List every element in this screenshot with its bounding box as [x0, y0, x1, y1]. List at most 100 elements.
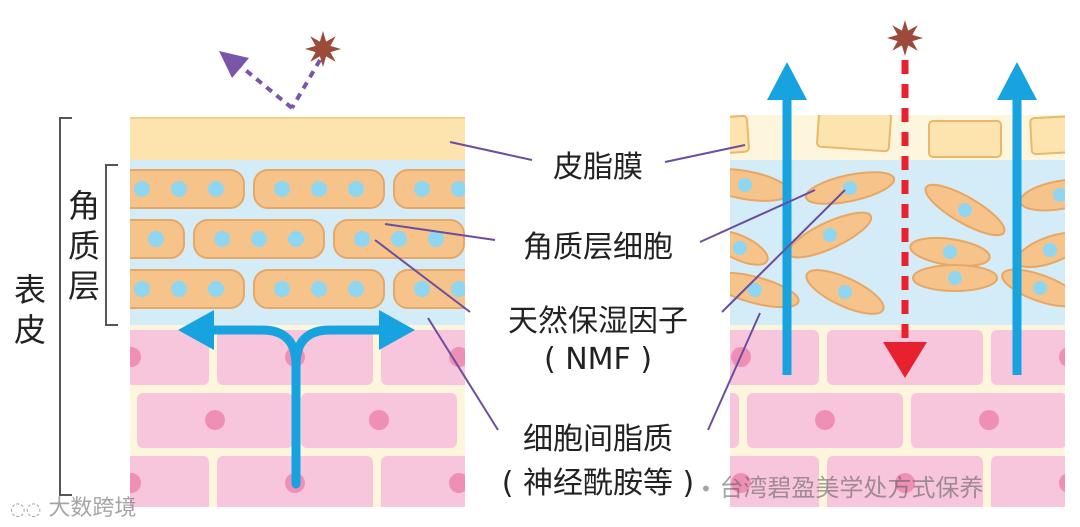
corneocyte-nucleus — [288, 231, 304, 247]
corneocyte-nucleus — [311, 281, 327, 297]
moisture-loss-arrow-left — [767, 62, 807, 375]
corneocyte-nucleus — [171, 281, 187, 297]
stratum-corneum-char-3: 层 — [67, 267, 100, 305]
epidermis-bracket — [59, 117, 72, 496]
corneocyte-nucleus — [208, 281, 224, 297]
basal-cell-nucleus — [449, 347, 465, 367]
irritant-spark-icon — [887, 20, 923, 56]
basal-cell — [730, 456, 819, 507]
basal-cell-nucleus — [130, 347, 141, 367]
spark-shape — [305, 31, 341, 67]
basal-cell-nucleus — [815, 410, 835, 430]
healthy-skin-panel — [0, 117, 504, 507]
corneocyte-nucleus — [738, 178, 752, 192]
left-sebum-film — [130, 118, 465, 160]
corneocyte-nucleus — [111, 231, 127, 247]
stratum-corneum-label: 角 质 层 — [64, 186, 104, 306]
watermark-left-text: 大数跨境 — [48, 496, 137, 521]
sebum-film-label: 皮脂膜 — [553, 150, 643, 185]
right-sebum-flakes — [730, 115, 1065, 158]
basal-cell-nucleus — [979, 410, 999, 430]
basal-cell — [381, 456, 465, 507]
corneocyte-nucleus — [1043, 243, 1057, 257]
watermark-right-text: 台湾碧盈美学处方式保养 — [719, 474, 984, 502]
moisture-loss-arrow-right — [997, 62, 1037, 375]
corneocyte-nucleus — [943, 245, 957, 259]
corneocyte-nucleus — [214, 231, 230, 247]
epidermis-char-2: 皮 — [13, 311, 46, 349]
epidermis-char-1: 表 — [13, 271, 46, 309]
sebum-flake — [816, 115, 892, 153]
corneocyte-nucleus — [948, 271, 962, 285]
stratum-corneum-char-1: 角 — [67, 187, 100, 225]
intercellular-lipid-label: 细胞间脂质 — [523, 422, 673, 457]
basal-cell — [130, 330, 209, 385]
right-basal-cells — [730, 330, 1080, 507]
corneocyte-nucleus — [414, 181, 430, 197]
corneocyte-nucleus — [451, 281, 465, 297]
left-corneocytes — [111, 169, 504, 309]
corneocyte-label: 角质层细胞 — [523, 230, 673, 265]
corneocyte-nucleus — [251, 231, 267, 247]
basal-cell-nucleus — [1059, 347, 1065, 367]
corneocyte-nucleus — [838, 285, 852, 299]
basal-cell-nucleus — [1059, 473, 1065, 493]
basal-cell-nucleus — [369, 410, 389, 430]
stratum-corneum-bracket — [105, 164, 118, 326]
corneocyte-nucleus — [391, 231, 407, 247]
nmf-label: 天然保湿因子 — [508, 304, 688, 339]
corneocyte-nucleus — [348, 181, 364, 197]
corneocyte-nucleus — [414, 281, 430, 297]
ceramide-label: ( 神经酰胺等 ) — [501, 466, 695, 501]
corneocyte-nucleus — [748, 283, 762, 297]
spark-shape — [887, 20, 923, 56]
corneocyte-nucleus — [1053, 188, 1065, 202]
basal-cell — [130, 456, 209, 507]
nmf-abbr-label: ( NMF ) — [543, 342, 653, 377]
corneocyte-nucleus — [171, 181, 187, 197]
basal-cell — [730, 393, 739, 448]
watermark-logo-icon: ◌◌ — [10, 499, 42, 520]
basal-cell — [991, 456, 1065, 507]
watermark-right: • 台湾碧盈美学处方式保养 — [700, 468, 983, 503]
corneocyte-nucleus — [428, 231, 444, 247]
corneocyte-nucleus — [148, 231, 164, 247]
corneocyte-nucleus — [488, 181, 504, 197]
corneocyte-nucleus — [208, 181, 224, 197]
wechat-logo-icon: • — [700, 477, 712, 501]
basal-cell-nucleus — [895, 473, 915, 493]
irritant-spark-icon — [305, 31, 341, 67]
corneocyte-nucleus — [733, 241, 747, 255]
leader-lines — [374, 141, 846, 431]
basal-cell-nucleus — [130, 473, 141, 493]
corneocyte-nucleus — [274, 281, 290, 297]
sebum-flake — [928, 120, 1002, 158]
moisture-spread-arrow — [178, 310, 415, 489]
corneocyte-nucleus — [958, 203, 972, 217]
corneocyte-nucleus — [451, 181, 465, 197]
corneocyte-nucleus — [348, 281, 364, 297]
watermark-left: ◌◌ 大数跨境 — [10, 490, 136, 522]
basal-cell-nucleus — [449, 473, 465, 493]
corneocyte-nucleus — [274, 181, 290, 197]
corneocyte-nucleus — [488, 281, 504, 297]
epidermis-label: 表 皮 — [10, 270, 50, 350]
left-basal-cells — [0, 330, 465, 507]
basal-cell — [730, 330, 819, 385]
corneocyte-nucleus — [843, 181, 857, 195]
irritant-deflect-arrow — [219, 51, 322, 110]
corneocyte-nucleus — [134, 181, 150, 197]
basal-cell-nucleus — [205, 410, 225, 430]
basal-cell-nucleus — [731, 473, 751, 493]
stratum-corneum-char-2: 质 — [67, 227, 100, 265]
sebum-flake — [730, 115, 750, 156]
basal-cell-nucleus — [41, 410, 61, 430]
corneocyte-nucleus — [823, 228, 837, 242]
corneocyte-nucleus — [1033, 281, 1047, 295]
basal-cell — [991, 330, 1065, 385]
basal-cell — [0, 393, 129, 448]
basal-cell — [1075, 393, 1080, 448]
irritant-penetration-arrow — [883, 60, 927, 378]
corneocyte-nucleus — [134, 281, 150, 297]
